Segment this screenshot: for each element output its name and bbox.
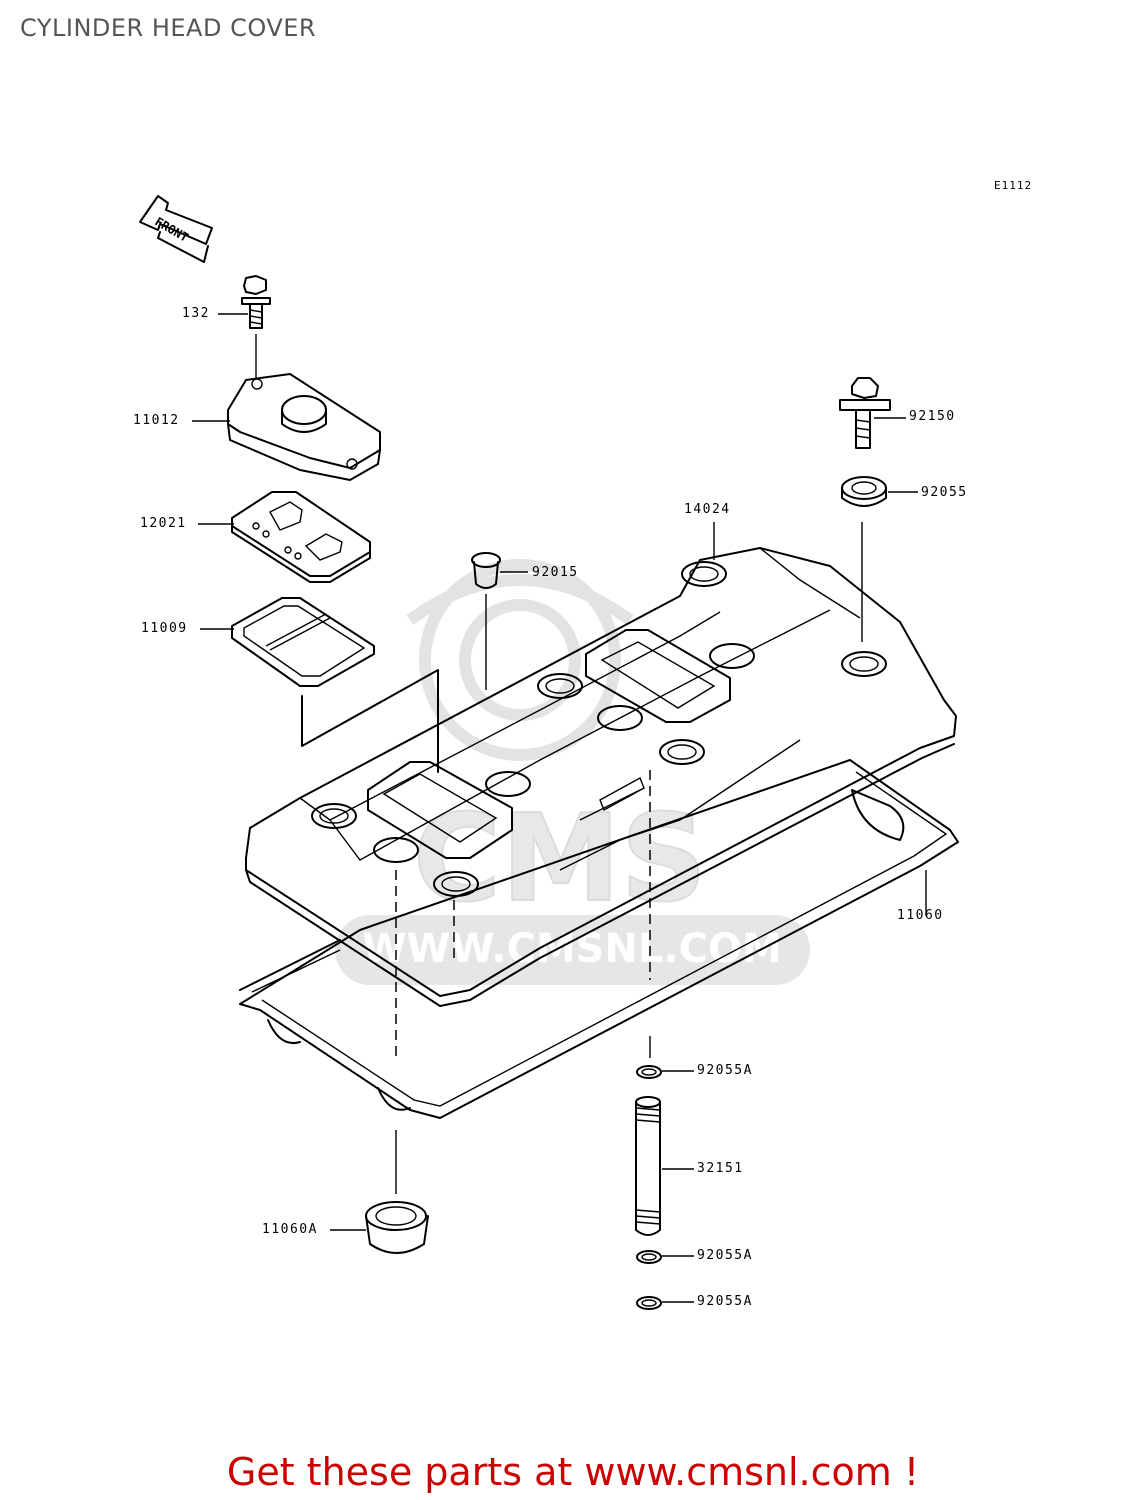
window-frame-left <box>367 761 513 859</box>
watermark-logo-ring <box>419 559 621 761</box>
watermark: CMS WWW.CMSNL.COM <box>335 559 810 985</box>
bolt-132 <box>241 275 271 378</box>
washer-92055 <box>841 476 887 642</box>
seal-11060A <box>365 1201 429 1254</box>
watermark-logo-inner <box>459 599 581 721</box>
part-label-92015: 92015 <box>532 565 579 580</box>
part-label-11060A: 11060A <box>262 1222 318 1237</box>
o-ring-92055A-mid <box>636 1250 662 1264</box>
grommet-92015 <box>471 552 501 690</box>
watermark-url: WWW.CMSNL.COM <box>362 926 782 972</box>
cover-holes <box>311 561 887 897</box>
cylinder-head-cover-14024 <box>245 547 957 1007</box>
diagram-code: E1112 <box>994 179 1033 192</box>
gasket-11060 <box>239 759 959 1119</box>
o-ring-92055A-bottom <box>636 1296 662 1310</box>
bolt-92150 <box>839 377 891 449</box>
plate-12021 <box>231 491 371 583</box>
leader-lines <box>192 313 918 1303</box>
part-label-92150: 92150 <box>909 409 956 424</box>
part-label-12021: 12021 <box>140 516 187 531</box>
window-frame-right <box>585 629 731 723</box>
page-title: CYLINDER HEAD COVER <box>20 14 317 42</box>
gasket-11009 <box>231 597 439 773</box>
front-arrow-icon: FRONT <box>139 195 213 263</box>
o-ring-92055A-top <box>636 1065 662 1079</box>
part-label-32151: 32151 <box>697 1161 744 1176</box>
watermark-logo-text: CMS <box>413 790 707 929</box>
pipe-32151 <box>635 1096 661 1236</box>
part-label-92055: 92055 <box>921 485 968 500</box>
part-label-92055A-top: 92055A <box>697 1063 753 1078</box>
part-label-11060: 11060 <box>897 908 944 923</box>
front-arrow-label: FRONT <box>153 214 191 244</box>
watermark-logo-arc <box>406 574 634 625</box>
part-label-92055A-bottom: 92055A <box>697 1294 753 1309</box>
part-label-92055A-mid: 92055A <box>697 1248 753 1263</box>
part-label-11012: 11012 <box>133 413 180 428</box>
part-label-11009: 11009 <box>141 621 188 636</box>
footer-parts-link[interactable]: Get these parts at www.cmsnl.com ! <box>226 1450 920 1494</box>
part-label-14024: 14024 <box>684 502 731 517</box>
cover-11012 <box>227 373 381 481</box>
part-label-132: 132 <box>182 306 210 321</box>
